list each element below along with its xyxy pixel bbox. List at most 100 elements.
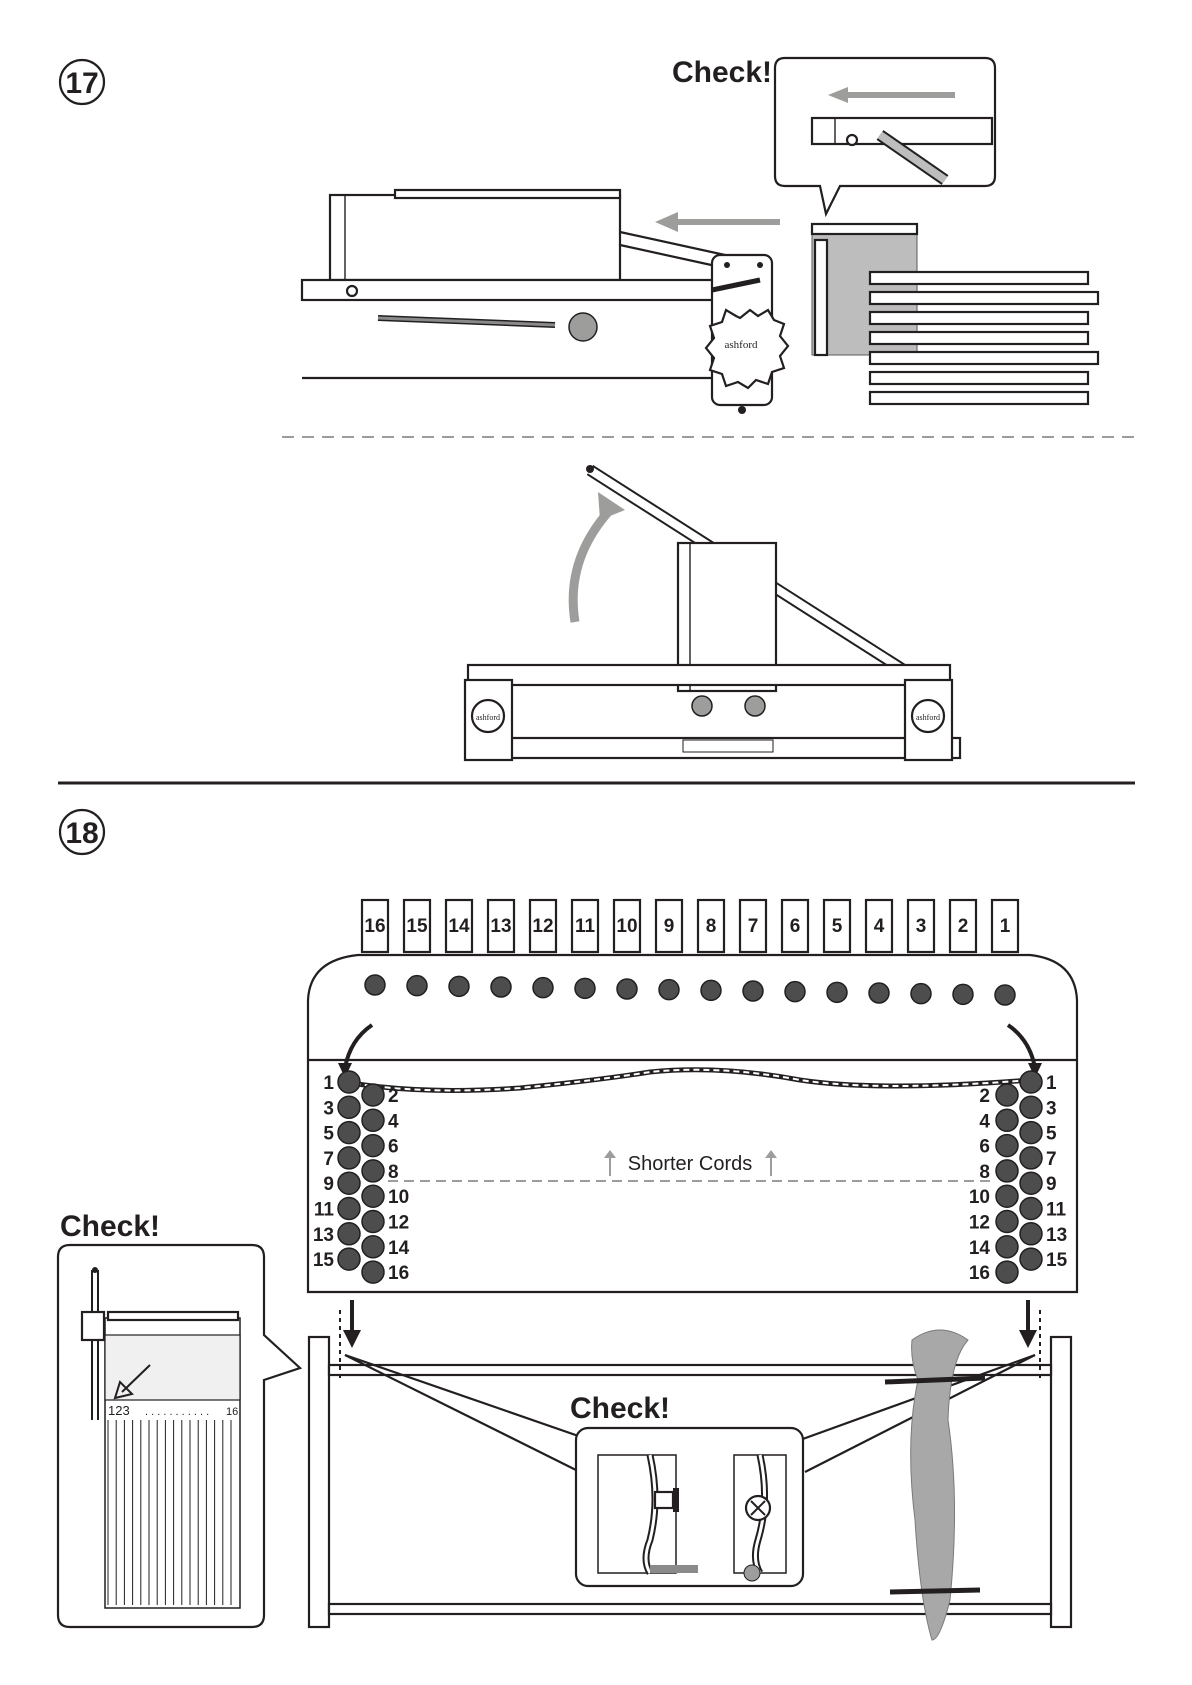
castle-hole xyxy=(449,976,469,996)
cord-hole xyxy=(338,1248,360,1270)
shaft-tab-label: 14 xyxy=(448,916,470,937)
cord-hole xyxy=(996,1185,1018,1207)
step-17-shaft-stack xyxy=(812,224,1098,404)
cord-hole-number: 3 xyxy=(1046,1098,1057,1119)
center-check-callout xyxy=(576,1428,803,1586)
step-18-badge: 18 xyxy=(60,810,104,854)
cord-hole xyxy=(1020,1071,1042,1093)
castle-hole xyxy=(701,980,721,1000)
castle-top xyxy=(308,955,1077,1292)
step-17-knob-brand: ashford xyxy=(725,339,758,351)
cord-hole xyxy=(338,1172,360,1194)
cord-hole-number: 4 xyxy=(979,1111,990,1132)
svg-text:. . . . . . . . . . .: . . . . . . . . . . . xyxy=(145,1406,209,1418)
cord-hole-number: 6 xyxy=(979,1137,990,1158)
shaft-number-tabs: 16151413121110987654321 xyxy=(362,900,1018,952)
cord-hole xyxy=(1020,1147,1042,1169)
castle-hole xyxy=(407,976,427,996)
shaft-tab-label: 9 xyxy=(664,916,675,937)
cord-hole xyxy=(996,1236,1018,1258)
cord-hole-number: 14 xyxy=(388,1238,410,1259)
left-down-arrow xyxy=(343,1330,361,1348)
castle-hole xyxy=(785,982,805,1002)
step-17-badge: 17 xyxy=(60,60,104,104)
cord-hole-number: 1 xyxy=(323,1073,334,1094)
cord-hole-number: 8 xyxy=(979,1162,990,1183)
cord-hole-number: 5 xyxy=(1046,1124,1057,1145)
cord-hole-number: 6 xyxy=(388,1137,399,1158)
cord-hole xyxy=(996,1135,1018,1157)
cord-hole xyxy=(362,1185,384,1207)
castle-hole xyxy=(869,983,889,1003)
castle-hole xyxy=(953,984,973,1004)
cord-hole xyxy=(996,1261,1018,1283)
cord-hole-number: 9 xyxy=(1046,1174,1057,1195)
cord-hole-number: 10 xyxy=(969,1187,990,1208)
step-17-loom-side-view: ashford xyxy=(302,190,788,414)
shaft-tab-label: 12 xyxy=(532,916,553,937)
shaft-tab-label: 6 xyxy=(790,916,801,937)
step-17-folded-knob-brand-right: ashford xyxy=(916,713,940,722)
cord-hole xyxy=(1020,1223,1042,1245)
left-check-callout: 123 . . . . . . . . . . . 16 xyxy=(58,1245,300,1627)
cord-hole-number: 4 xyxy=(388,1111,399,1132)
cord-hole xyxy=(362,1261,384,1283)
cord-hole xyxy=(362,1135,384,1157)
cord-hole-number: 16 xyxy=(388,1263,409,1284)
cord-hole-number: 8 xyxy=(388,1162,399,1183)
cord-hole-number: 5 xyxy=(323,1124,334,1145)
right-down-arrow xyxy=(1019,1330,1037,1348)
shaft-tab-label: 16 xyxy=(364,916,385,937)
cord-hole xyxy=(1020,1198,1042,1220)
cord-hole xyxy=(362,1211,384,1233)
cord-hole-number: 11 xyxy=(1046,1200,1067,1221)
cord-hole-number: 2 xyxy=(388,1086,399,1107)
shaft-tab-label: 3 xyxy=(916,916,927,937)
cord-hole-number: 9 xyxy=(323,1174,334,1195)
cord-hole-number: 15 xyxy=(313,1250,335,1271)
step-17-number: 17 xyxy=(65,67,98,100)
step-17-check-label: Check! xyxy=(672,56,772,89)
cord-hole xyxy=(362,1084,384,1106)
shaft-tab-label: 8 xyxy=(706,916,717,937)
shaft-tab-label: 10 xyxy=(616,916,637,937)
step-17-loom-folded-view: ashford ashford xyxy=(465,465,960,760)
cord-hole-number: 15 xyxy=(1046,1250,1068,1271)
cord-hole-number: 12 xyxy=(388,1213,409,1234)
castle-hole xyxy=(743,981,763,1001)
cord-hole xyxy=(362,1236,384,1258)
castle-hole xyxy=(827,982,847,1002)
cord-hole xyxy=(338,1198,360,1220)
cord-hole xyxy=(1020,1248,1042,1270)
step-17-check-callout xyxy=(775,58,995,214)
left-check-label: Check! xyxy=(60,1210,160,1243)
shaft-tab-label: 4 xyxy=(874,916,885,937)
castle-hole xyxy=(533,978,553,998)
center-check-label: Check! xyxy=(570,1392,670,1425)
cord-hole xyxy=(996,1211,1018,1233)
cord-hole-number: 12 xyxy=(969,1213,990,1234)
cord-hole xyxy=(996,1084,1018,1106)
castle-hole xyxy=(365,975,385,995)
step-18-number: 18 xyxy=(65,817,98,850)
shaft-tab-label: 7 xyxy=(748,916,759,937)
castle-hole xyxy=(911,984,931,1004)
cord-hole-number: 7 xyxy=(323,1149,334,1170)
cord-hole xyxy=(362,1109,384,1131)
cord-hole xyxy=(338,1071,360,1093)
shaft-tab-label: 15 xyxy=(406,916,428,937)
cord-hole-number: 2 xyxy=(979,1086,990,1107)
shorter-cords-label: Shorter Cords xyxy=(628,1153,753,1175)
cord-hole xyxy=(338,1147,360,1169)
cord-hole-number: 11 xyxy=(314,1200,335,1221)
cord-hole xyxy=(362,1160,384,1182)
cord-hole-number: 3 xyxy=(323,1098,334,1119)
sequence-end: 16 xyxy=(226,1406,238,1418)
sequence-start: 123 xyxy=(108,1403,130,1418)
cord-hole-number: 13 xyxy=(313,1225,334,1246)
cord-hole xyxy=(338,1122,360,1144)
castle-hole xyxy=(491,977,511,997)
cord-hole xyxy=(338,1096,360,1118)
shaft-tab-label: 11 xyxy=(575,916,596,937)
